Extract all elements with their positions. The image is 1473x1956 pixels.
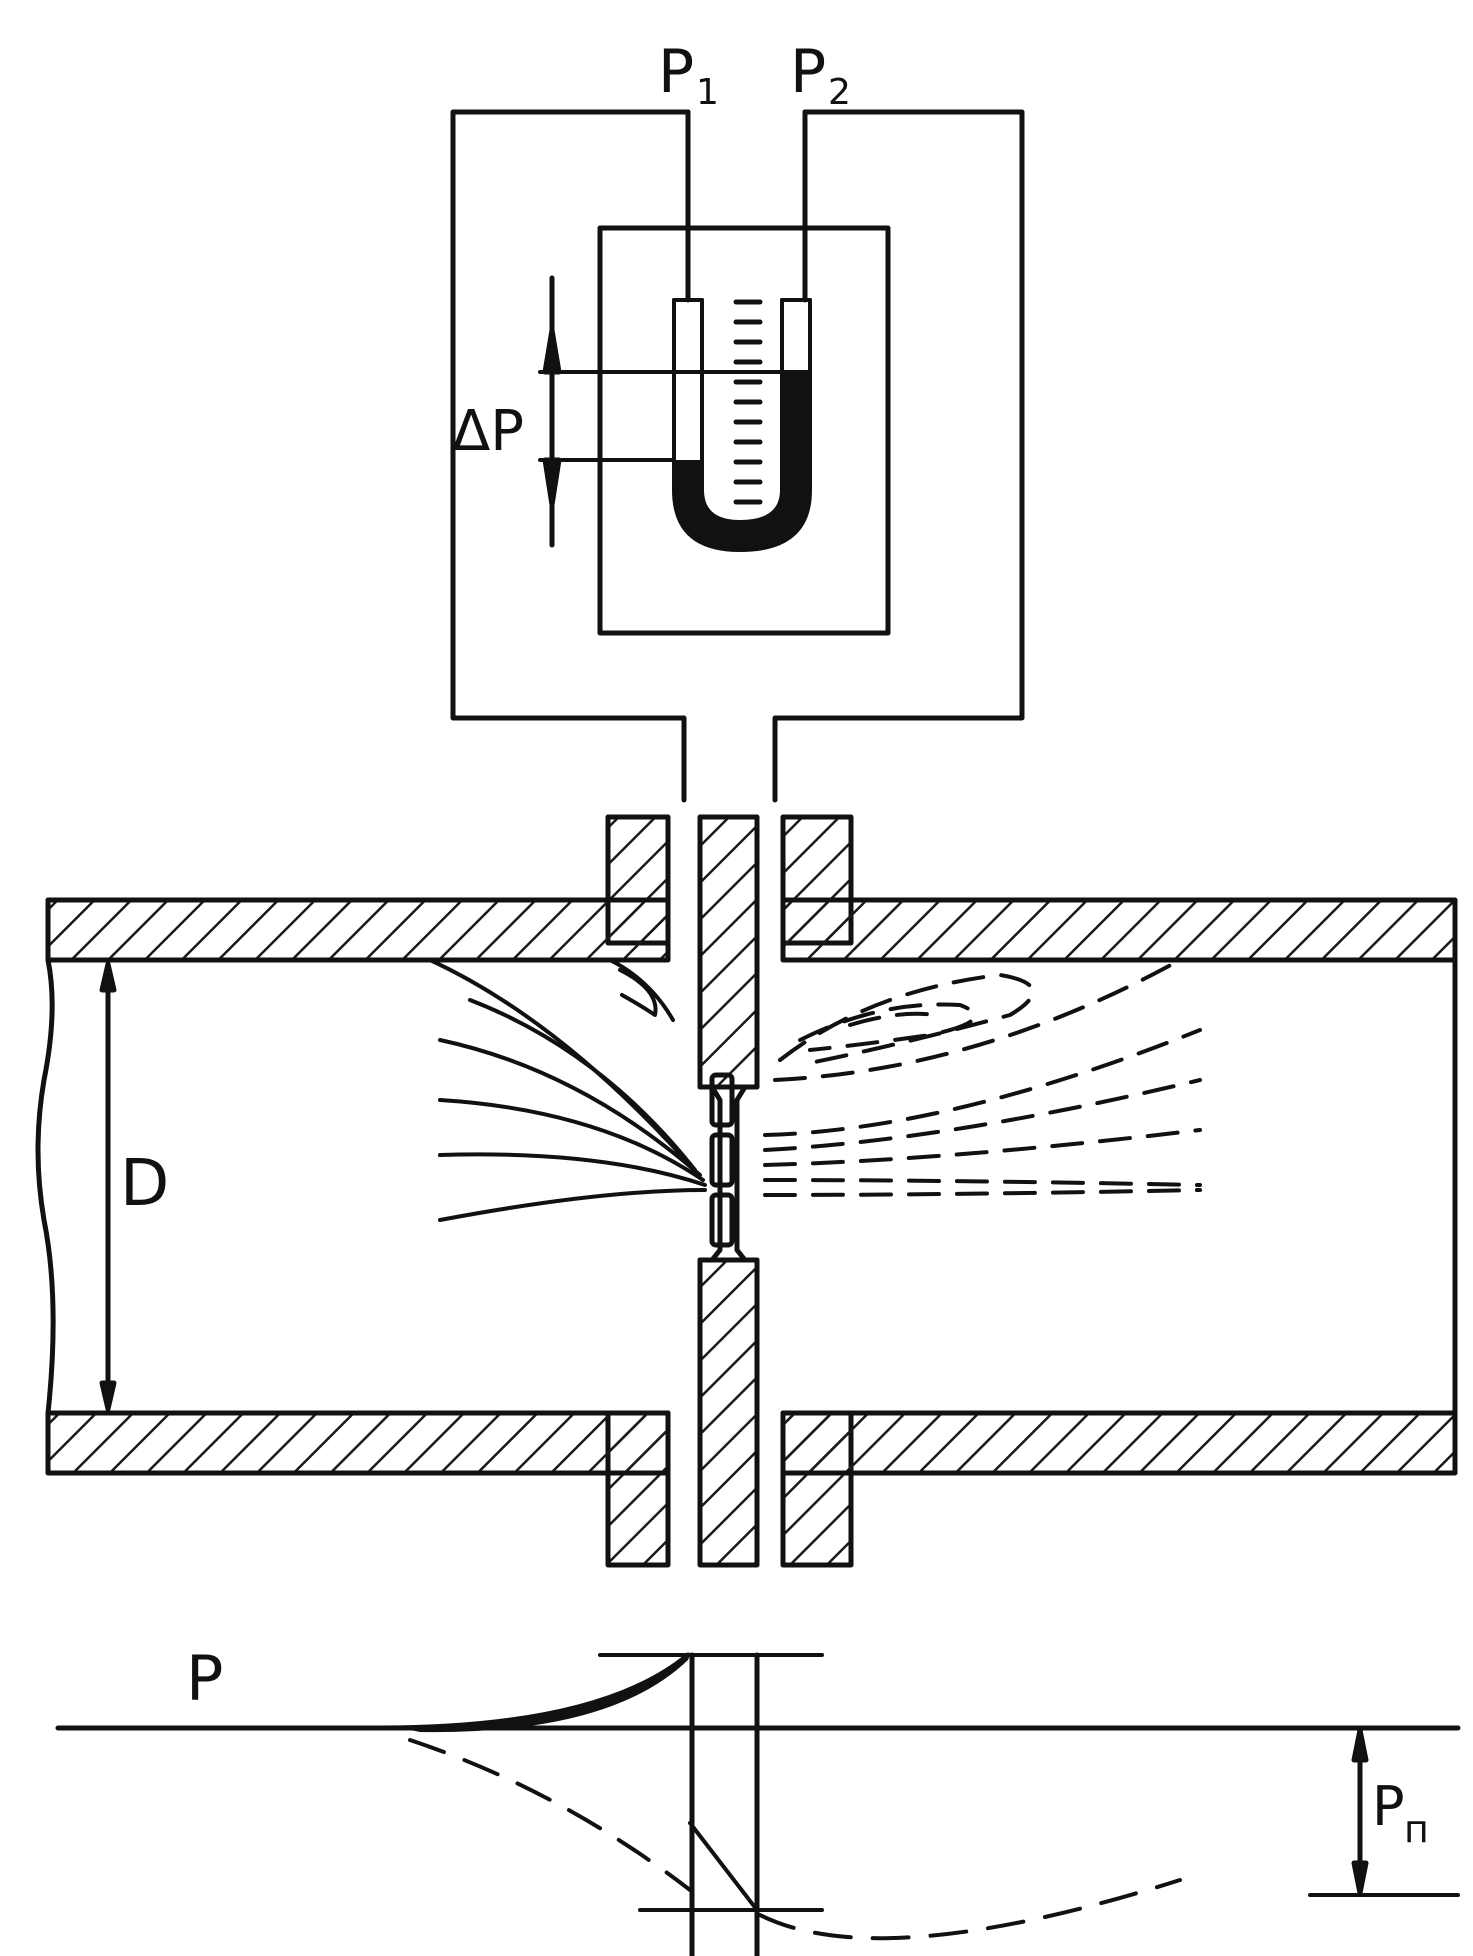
label-p2: P 2 bbox=[790, 37, 851, 113]
pipe-upper-wall bbox=[45, 897, 1458, 963]
label-p2-sub: 2 bbox=[828, 72, 851, 113]
downstream-streamlines bbox=[763, 958, 1202, 1197]
label-p1-sub: 1 bbox=[696, 72, 719, 113]
arrow-down-icon bbox=[99, 1380, 117, 1412]
manometer-inner-box bbox=[597, 225, 891, 636]
upstream-streamlines bbox=[428, 958, 707, 1222]
arrow-down-icon bbox=[542, 327, 562, 375]
arrow-down-icon bbox=[1351, 1860, 1369, 1896]
label-p1-main: P bbox=[658, 37, 694, 107]
label-pressure-loss-main: P bbox=[1372, 1775, 1405, 1838]
label-p2-main: P bbox=[790, 37, 826, 107]
pressure-profile bbox=[55, 1652, 1461, 1956]
label-pressure-loss: P п bbox=[1372, 1775, 1429, 1851]
arrow-up-icon bbox=[1351, 1727, 1369, 1763]
delta-p-dimension bbox=[538, 275, 812, 548]
pipe-lower-wall bbox=[45, 1410, 1458, 1476]
manometer-scale bbox=[733, 299, 763, 505]
diameter-dimension bbox=[99, 961, 117, 1412]
label-p1: P 1 bbox=[658, 37, 719, 113]
orifice-plate bbox=[697, 814, 760, 1568]
arrow-up-icon bbox=[542, 457, 562, 508]
label-diameter: D bbox=[120, 1147, 169, 1221]
manometer-outer-frame bbox=[450, 109, 1025, 803]
label-delta-p: ΔP bbox=[452, 399, 524, 464]
arrow-up-icon bbox=[99, 961, 117, 993]
label-pressure: P bbox=[186, 1642, 223, 1715]
label-pressure-loss-sub: п bbox=[1404, 1807, 1429, 1851]
manometer-liquid bbox=[674, 372, 810, 550]
pipe-break-line bbox=[35, 957, 56, 1416]
